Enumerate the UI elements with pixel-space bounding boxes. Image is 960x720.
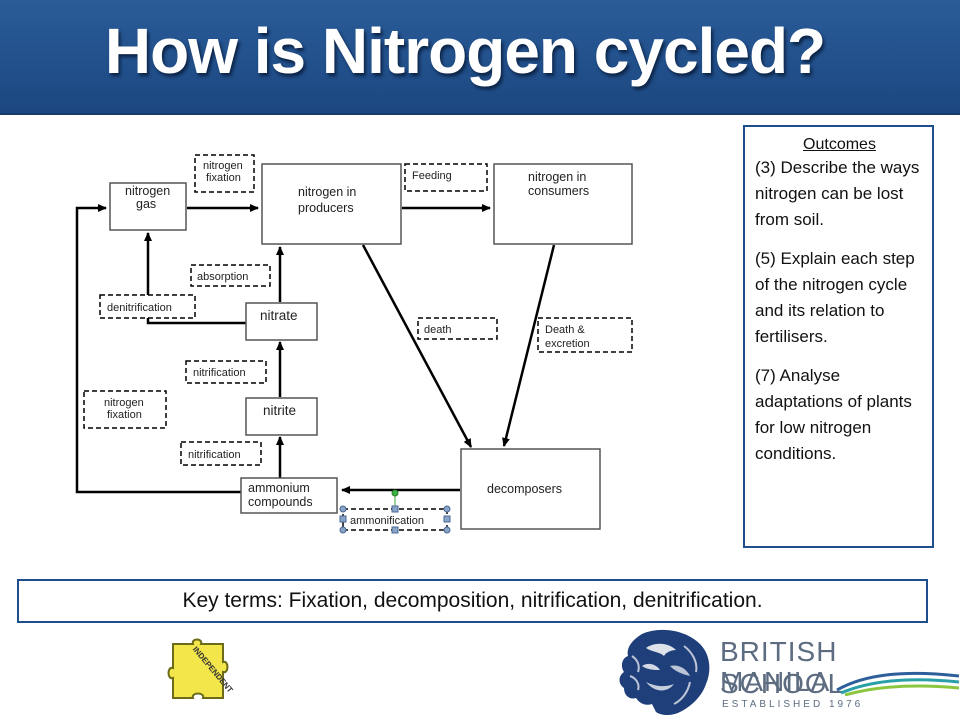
node-consumers — [493, 163, 633, 245]
node-decomposers — [460, 448, 601, 530]
lion-logo-icon — [619, 629, 710, 715]
puzzle-piece-icon: INDEPENDENT — [167, 638, 235, 699]
label-fixation-left-1: nitrogen — [104, 397, 144, 409]
node-ammonium — [240, 477, 338, 514]
label-box-death-excretion — [537, 317, 633, 353]
logo-waves — [836, 671, 960, 696]
page-title: How is Nitrogen cycled? — [104, 15, 826, 87]
node-text-gas-1: nitrogen — [125, 184, 170, 198]
label-box-absorption — [190, 264, 271, 287]
label-box-fixation-left — [83, 390, 167, 429]
logo-name-line1: BRITISH SCHOOL — [720, 636, 845, 699]
node-text-consumers-2: consumers — [528, 184, 589, 198]
arrow-producers-to-decomposers — [361, 244, 473, 448]
selection-handles — [339, 489, 451, 534]
title-bar: How is Nitrogen cycled? — [0, 0, 960, 115]
node-text-decomposers: decomposers — [487, 482, 562, 496]
arrow-nitrate-to-gas — [144, 232, 246, 325]
node-text-consumers-1: nitrogen in — [528, 170, 586, 184]
node-text-nitrite: nitrite — [263, 403, 296, 418]
outcome-item: (5) Explain each step of the nitrogen cy… — [755, 249, 915, 346]
outcomes-box: Outcomes (3) Describe the ways nitrogen … — [743, 125, 934, 548]
node-nitrogen-gas — [109, 182, 187, 231]
label-box-denitrification — [99, 294, 196, 319]
label-denitrification: denitrification — [107, 302, 172, 314]
label-death-excretion-2: excretion — [545, 338, 590, 350]
nitrogen-cycle-diagram: nitrogen gas nitrogen in producers nitro… — [75, 154, 633, 534]
label-death-excretion-1: Death & — [545, 324, 585, 336]
arrow-consumers-to-decomposers — [502, 244, 556, 447]
label-feeding: Feeding — [412, 170, 452, 182]
label-ammonification: ammonification — [350, 515, 424, 527]
label-box-death — [417, 317, 498, 340]
label-death: death — [424, 324, 452, 336]
node-text-nitrate: nitrate — [260, 308, 298, 323]
node-nitrate — [245, 302, 318, 341]
node-text-producers-2: producers — [298, 201, 354, 215]
arrow-fixation-loop — [75, 204, 241, 494]
node-text-gas-2: gas — [136, 197, 156, 211]
label-fixation-left-2: fixation — [107, 409, 142, 421]
label-box-feeding — [404, 163, 488, 192]
outcomes-title: Outcomes — [803, 136, 876, 153]
node-text-ammonium-1: ammonium — [248, 481, 310, 495]
node-text-ammonium-2: compounds — [248, 495, 313, 509]
node-producers — [261, 163, 402, 245]
outcome-item: (7) Analyse adaptations of plants for lo… — [755, 366, 912, 463]
label-nitrification-upper: nitrification — [193, 367, 246, 379]
logo-established: ESTABLISHED 1976 — [722, 699, 864, 710]
key-terms-box: Key terms: Fixation, decomposition, nitr… — [17, 579, 928, 623]
label-box-fixation-top — [194, 154, 255, 193]
logo-name-line2: MANILA — [720, 666, 831, 697]
label-nitrification-lower: nitrification — [188, 449, 241, 461]
label-fixation-top-2: fixation — [206, 172, 241, 184]
label-absorption: absorption — [197, 271, 248, 283]
label-fixation-top-1: nitrogen — [203, 160, 243, 172]
outcome-item: (3) Describe the ways nitrogen can be lo… — [755, 158, 920, 229]
node-nitrite — [245, 397, 318, 436]
node-text-producers-1: nitrogen in — [298, 185, 356, 199]
label-box-nitrification-lower — [180, 441, 262, 466]
label-box-nitrification-upper — [185, 360, 267, 384]
